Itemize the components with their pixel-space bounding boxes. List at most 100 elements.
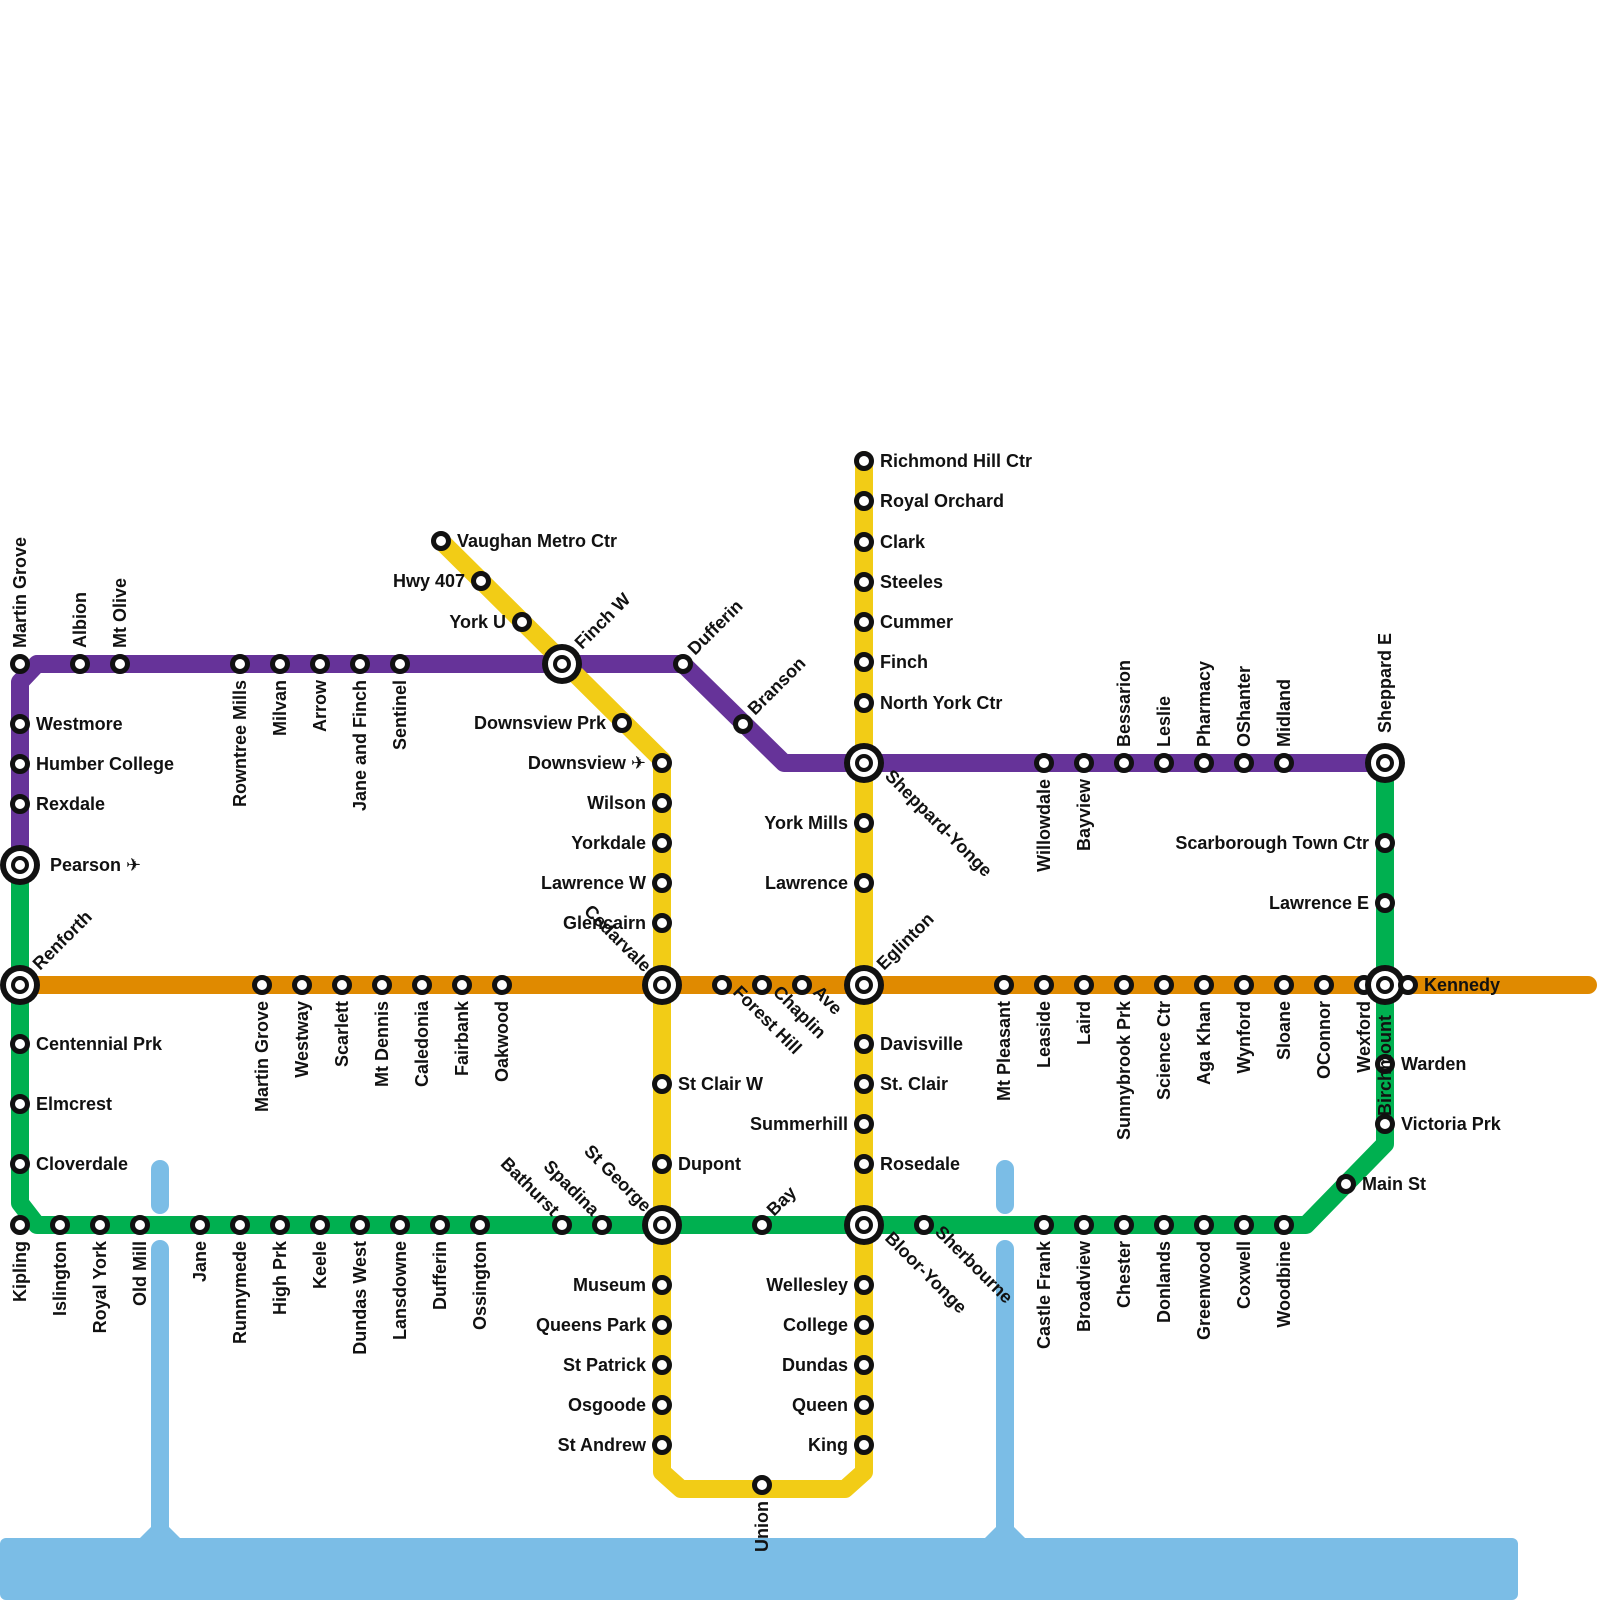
station-label-oakwood: Oakwood <box>492 1001 512 1082</box>
station-davisville <box>854 1034 874 1054</box>
station-aga-khan <box>1194 975 1214 995</box>
station-label-sheppard-yonge: Sheppard-Yonge <box>881 766 996 881</box>
station-dot <box>1194 975 1214 995</box>
station-dot <box>854 693 874 713</box>
station-dot <box>350 1215 370 1235</box>
station-label-albion: Albion <box>70 592 90 648</box>
station-st-patrick <box>652 1355 672 1375</box>
station-label-wilson: Wilson <box>587 793 646 813</box>
station-dot <box>90 1215 110 1235</box>
station-dot <box>292 975 312 995</box>
station-label-dufferin-s: Dufferin <box>430 1241 450 1310</box>
station-dot <box>652 913 672 933</box>
station-spadina <box>592 1215 612 1235</box>
station-queen <box>854 1395 874 1415</box>
station-kennedy <box>1398 975 1418 995</box>
station-dundas <box>854 1355 874 1375</box>
station-label-lansdowne: Lansdowne <box>390 1241 410 1340</box>
station-dot <box>854 612 874 632</box>
station-label-finch: Finch <box>880 652 928 672</box>
station-glencairn <box>652 913 672 933</box>
station-dot <box>1074 753 1094 773</box>
station-king <box>854 1435 874 1455</box>
station-lawrence <box>854 873 874 893</box>
station-vaughan-metro-ctr <box>431 531 451 551</box>
water-layer <box>0 1160 1518 1600</box>
station-label-hwy-407: Hwy 407 <box>393 571 465 591</box>
station-dot <box>230 1215 250 1235</box>
station-eglinton <box>844 965 884 1005</box>
station-label-kennedy: Kennedy <box>1424 975 1500 995</box>
river-east-upper <box>996 1160 1014 1214</box>
station-wellesley <box>854 1275 874 1295</box>
station-label-vaughan-metro-ctr: Vaughan Metro Ctr <box>457 531 617 551</box>
station-dot <box>652 793 672 813</box>
station-dot <box>1274 975 1294 995</box>
station-westway <box>292 975 312 995</box>
station-dot <box>712 975 732 995</box>
station-dot <box>1194 753 1214 773</box>
station-union <box>752 1475 772 1495</box>
station-dot <box>1375 893 1395 913</box>
station-label-mt-olive: Mt Olive <box>110 578 130 648</box>
station-sentinel <box>390 654 410 674</box>
station-label-willowdale: Willowdale <box>1034 779 1054 872</box>
station-label-humber-college: Humber College <box>36 754 174 774</box>
station-label-york-u: York U <box>449 612 506 632</box>
station-dot <box>652 873 672 893</box>
station-label-castle-frank: Castle Frank <box>1034 1240 1054 1349</box>
station-dot <box>854 1034 874 1054</box>
station-label-broadview: Broadview <box>1074 1240 1094 1332</box>
station-label-finch-w: Finch W <box>571 589 635 653</box>
station-pearson <box>0 845 40 885</box>
station-dot <box>230 654 250 674</box>
station-scarborough-town-ctr <box>1375 833 1395 853</box>
station-dot <box>792 975 812 995</box>
station-laird <box>1074 975 1094 995</box>
station-dot <box>652 1154 672 1174</box>
station-science-ctr <box>1154 975 1174 995</box>
station-dot <box>10 1154 30 1174</box>
station-dot <box>1234 975 1254 995</box>
station-wilson <box>652 793 672 813</box>
station-dot <box>994 975 1014 995</box>
station-dot <box>1314 975 1334 995</box>
station-woodbine <box>1274 1215 1294 1235</box>
station-label-ossington: Ossington <box>470 1241 490 1330</box>
interchange-center <box>557 659 567 669</box>
station-dot <box>350 654 370 674</box>
station-dot <box>854 813 874 833</box>
station-label-branson: Branson <box>744 653 810 719</box>
station-label-leslie: Leslie <box>1154 696 1174 747</box>
station-label-kipling: Kipling <box>10 1241 30 1302</box>
station-label-midland: Midland <box>1274 679 1294 747</box>
station-dot <box>390 654 410 674</box>
station-label-lawrence-e: Lawrence E <box>1269 893 1369 913</box>
station-bloor-yonge <box>844 1205 884 1245</box>
station-dot <box>130 1215 150 1235</box>
station-dot <box>854 1355 874 1375</box>
station-label-dupont: Dupont <box>678 1154 741 1174</box>
station-dot <box>390 1215 410 1235</box>
station-label-yorkdale: Yorkdale <box>571 833 646 853</box>
station-label-lawrence-w: Lawrence W <box>541 873 646 893</box>
station-label-high-prk: High Prk <box>270 1240 290 1315</box>
station-dot <box>1114 1215 1134 1235</box>
station-dot <box>1375 1114 1395 1134</box>
station-dot <box>652 1355 672 1375</box>
interchange-center <box>15 860 25 870</box>
station-label-dundas-west: Dundas West <box>350 1241 370 1355</box>
station-broadview <box>1074 1215 1094 1235</box>
station-sheppard-e <box>1365 743 1405 783</box>
station-label-elmcrest: Elmcrest <box>36 1094 112 1114</box>
station-st-andrew <box>652 1435 672 1455</box>
station-dot <box>412 975 432 995</box>
station-label-runnymede: Runnymede <box>230 1241 250 1344</box>
station-fairbank <box>452 975 472 995</box>
station-sheppard-yonge <box>844 743 884 783</box>
lake-shoreline <box>0 1538 1518 1600</box>
station-north-york-ctr <box>854 693 874 713</box>
station-label-victoria-prk: Victoria Prk <box>1401 1114 1502 1134</box>
station-dot <box>270 1215 290 1235</box>
station-dot <box>1375 833 1395 853</box>
